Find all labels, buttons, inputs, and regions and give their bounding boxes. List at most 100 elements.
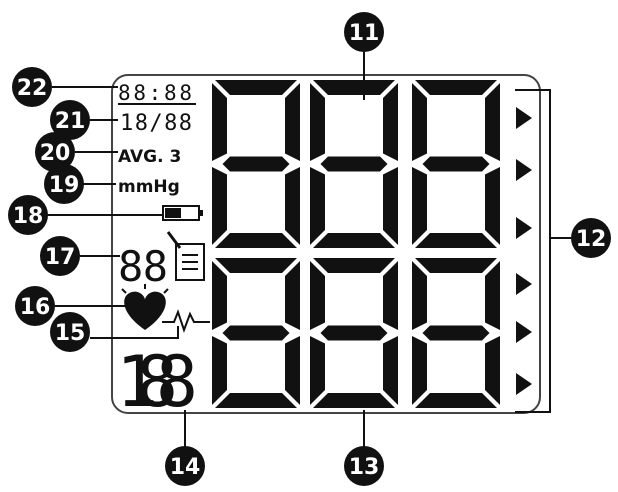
systolic-digit	[412, 80, 500, 248]
callout-13: 13	[344, 446, 384, 486]
diastolic-digit	[412, 258, 500, 408]
callout-18: 18	[8, 195, 48, 235]
leader-lines	[46, 52, 572, 448]
callout-11: 11	[344, 12, 384, 52]
segment-c	[285, 336, 300, 405]
callout-16: 16	[15, 286, 55, 326]
segment-g	[222, 325, 290, 341]
callout-circle	[165, 446, 205, 486]
segment-e	[412, 336, 427, 405]
callout-circle	[8, 195, 48, 235]
callout-number: 15	[55, 321, 86, 346]
callout-number: 22	[17, 76, 48, 101]
segment-a	[313, 80, 395, 95]
segment-b	[485, 83, 500, 161]
segment-d	[215, 233, 297, 248]
segment-c	[285, 167, 300, 245]
segment-f	[412, 261, 427, 330]
memory-digits: 88	[118, 242, 168, 291]
segment-g	[222, 156, 290, 172]
segment-g	[320, 325, 388, 341]
segment-g	[422, 156, 490, 172]
segment-d	[415, 393, 497, 408]
callout-circle	[50, 312, 90, 352]
segment-c	[383, 167, 398, 245]
callout-circle	[35, 132, 75, 172]
callout-17: 17	[40, 236, 80, 276]
segment-d	[313, 233, 395, 248]
pulse-digits: 188	[116, 341, 198, 423]
callout-14: 14	[165, 446, 205, 486]
segment-d	[215, 393, 297, 408]
time-display: 88:88	[118, 81, 192, 105]
callout-number: 12	[576, 227, 607, 252]
segment-f	[412, 83, 427, 161]
callout-number: 19	[49, 173, 80, 198]
callout-circle	[571, 218, 611, 258]
pulse-wave-icon	[162, 309, 210, 333]
systolic-digit	[310, 80, 398, 248]
segment-c	[485, 336, 500, 405]
arrow-indicator-icon	[516, 217, 532, 239]
segment-f	[212, 83, 227, 161]
segment-a	[415, 258, 497, 273]
segment-a	[313, 258, 395, 273]
segment-c	[383, 336, 398, 405]
arrow-indicator-icon	[516, 373, 532, 395]
segment-e	[310, 167, 325, 245]
callout-21: 21	[50, 100, 90, 140]
callout-circle	[40, 236, 80, 276]
big-digits	[212, 80, 500, 408]
average-label: AVG. 3	[118, 147, 181, 167]
segment-d	[313, 393, 395, 408]
callout-number: 18	[13, 204, 44, 229]
callout-number: 16	[20, 295, 51, 320]
diastolic-digit	[310, 258, 398, 408]
segment-a	[415, 80, 497, 95]
arrow-indicator-icon	[516, 107, 532, 129]
segment-e	[212, 336, 227, 405]
callout-number: 17	[45, 245, 76, 270]
callout-15: 15	[50, 312, 90, 352]
segment-g	[422, 325, 490, 341]
segment-c	[485, 167, 500, 245]
arrow-indicator-icon	[516, 159, 532, 181]
segment-e	[412, 167, 427, 245]
heart-icon	[121, 284, 169, 330]
callout-19: 19	[44, 164, 84, 204]
callout-number: 13	[349, 455, 380, 480]
callout-12: 12	[571, 218, 611, 258]
date-display: 18/88	[120, 111, 192, 136]
diastolic-digit	[212, 258, 300, 408]
segment-d	[415, 233, 497, 248]
callout-circle	[44, 164, 84, 204]
segment-b	[485, 261, 500, 330]
segment-f	[212, 261, 227, 330]
segment-b	[285, 261, 300, 330]
callout-number: 14	[170, 455, 201, 480]
callout-number: 20	[40, 141, 71, 166]
segment-a	[215, 80, 297, 95]
segment-a	[215, 258, 297, 273]
callout-22: 22	[12, 67, 52, 107]
arrow-indicator-icon	[516, 321, 532, 343]
segment-e	[310, 336, 325, 405]
arrow-indicator-icon	[516, 273, 532, 295]
segment-g	[320, 156, 388, 172]
segment-b	[383, 83, 398, 161]
callout-circle	[344, 12, 384, 52]
lcd-frame	[111, 74, 541, 414]
segment-f	[310, 261, 325, 330]
segment-b	[285, 83, 300, 161]
callout-circle	[12, 67, 52, 107]
callout-number: 21	[55, 109, 86, 134]
systolic-digit	[212, 80, 300, 248]
unit-label: mmHg	[118, 177, 180, 197]
callout-circle	[50, 100, 90, 140]
callout-20: 20	[35, 132, 75, 172]
callout-number: 11	[349, 21, 380, 46]
memory-note-icon	[166, 231, 205, 281]
battery-icon	[162, 205, 203, 221]
